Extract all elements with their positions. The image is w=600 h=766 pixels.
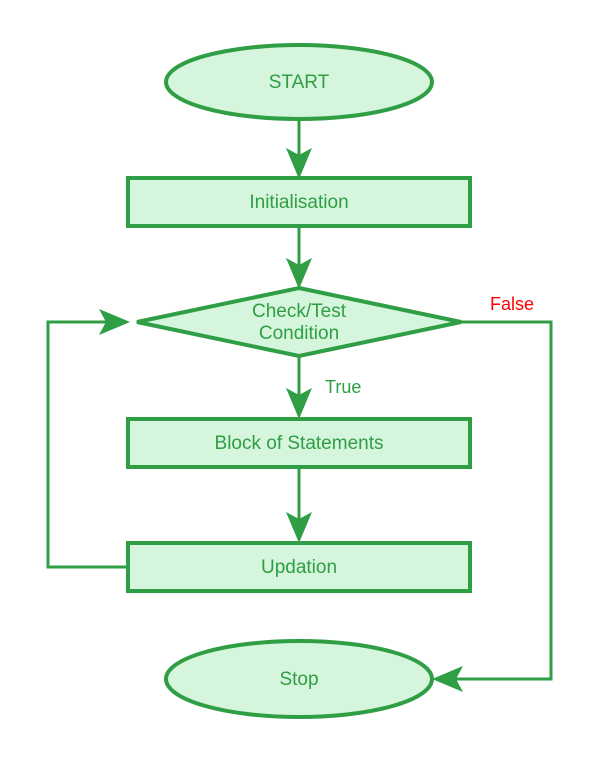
start-terminator-shape[interactable] [164, 43, 434, 121]
updation-label: Updation [261, 557, 337, 578]
block-of-statements-label: Block of Statements [215, 433, 384, 454]
arrowhead-down-icon [286, 258, 312, 289]
arrowhead-down-icon [286, 512, 312, 543]
condition-decision-shape[interactable] [136, 285, 462, 359]
condition-label-line1: Check/Test [252, 301, 347, 322]
edge-condition-to-block [286, 356, 312, 419]
block-of-statements-process-shape[interactable] [126, 417, 472, 469]
edge-label-true: True [325, 377, 361, 397]
node-initialisation[interactable]: Initialisation [126, 176, 472, 228]
stop-terminator-shape[interactable] [164, 639, 434, 719]
edge-updation-to-condition-loop [46, 309, 130, 569]
arrowhead-down-icon [286, 388, 312, 419]
initialisation-label: Initialisation [249, 192, 348, 213]
edge-block-to-updation [286, 467, 312, 543]
initialisation-process-shape[interactable] [126, 176, 472, 228]
condition-label-line2: Condition [259, 323, 339, 344]
stop-label: Stop [279, 669, 318, 690]
arrowhead-down-icon [286, 148, 312, 179]
node-condition[interactable]: Check/Test Condition [136, 285, 462, 359]
edge-initialisation-to-condition [286, 226, 312, 289]
edge-start-to-initialisation [286, 119, 312, 179]
arrowhead-left-icon [432, 666, 463, 692]
start-label: START [269, 72, 330, 93]
node-updation[interactable]: Updation [126, 541, 472, 593]
node-block-of-statements[interactable]: Block of Statements [126, 417, 472, 469]
arrowhead-right-icon [99, 309, 130, 335]
node-stop[interactable]: Stop [164, 639, 434, 719]
edge-label-false: False [490, 294, 534, 314]
edge-condition-to-stop-false [432, 320, 553, 692]
updation-process-shape[interactable] [126, 541, 472, 593]
node-start[interactable]: START [164, 43, 434, 121]
